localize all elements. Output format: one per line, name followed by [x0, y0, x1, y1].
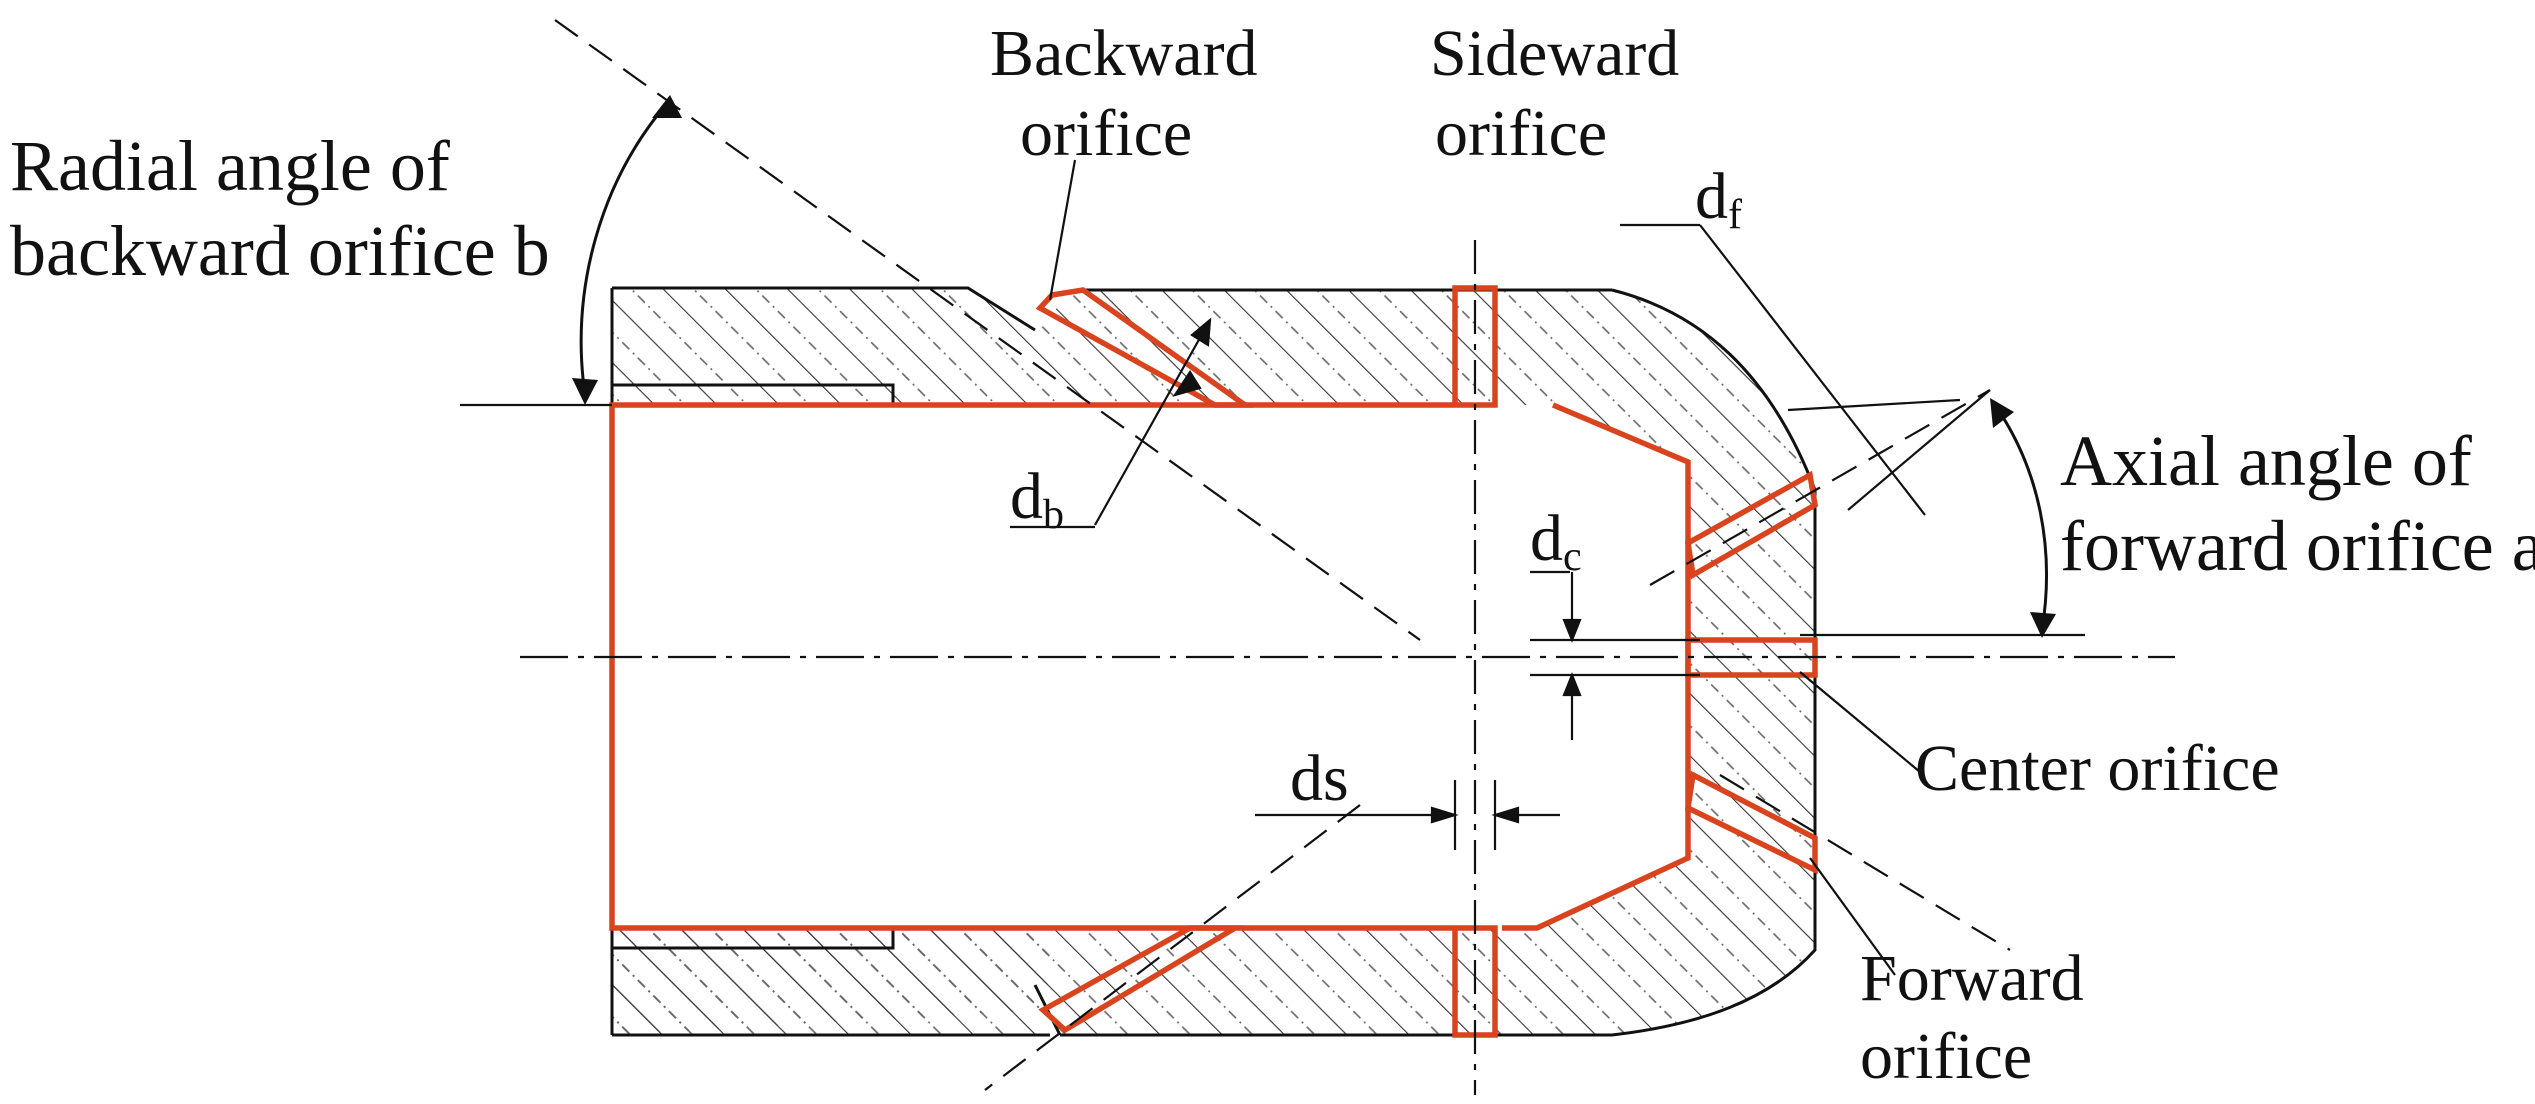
forward-orifice-label-line1: Forward — [1860, 942, 2084, 1015]
ds-dimension-label: ds — [1290, 742, 1349, 815]
axial-angle-label-line1: Axial angle of — [2060, 421, 2472, 501]
dc-dimension-label: dc — [1530, 502, 1582, 580]
radial-angle-label-line2: backward orifice b — [10, 211, 550, 291]
backward-orifice-label-line1: Backward — [990, 17, 1258, 90]
forward-orifice-label-line2: orifice — [1860, 1020, 2032, 1093]
diagram-labels: Radial angle of backward orifice b Backw… — [10, 17, 2535, 1093]
nozzle-wall-hatching — [612, 288, 1815, 1035]
backward-orifice-label-line2: orifice — [1020, 97, 1192, 170]
center-orifice-label: Center orifice — [1915, 732, 2280, 805]
axial-angle-label-line2: forward orifice a — [2060, 506, 2535, 586]
sideward-orifice-label-line2: orifice — [1435, 97, 1607, 170]
orifice-outlines — [609, 285, 1819, 1038]
radial-angle-label-line1: Radial angle of — [10, 126, 450, 206]
dimension-lines — [1010, 159, 1991, 976]
center-lines — [460, 19, 2175, 1095]
angle-arcs — [572, 95, 2056, 638]
df-dimension-label: df — [1695, 160, 1742, 238]
sideward-orifice-label-line1: Sideward — [1430, 17, 1679, 90]
db-dimension-label: db — [1010, 460, 1064, 538]
